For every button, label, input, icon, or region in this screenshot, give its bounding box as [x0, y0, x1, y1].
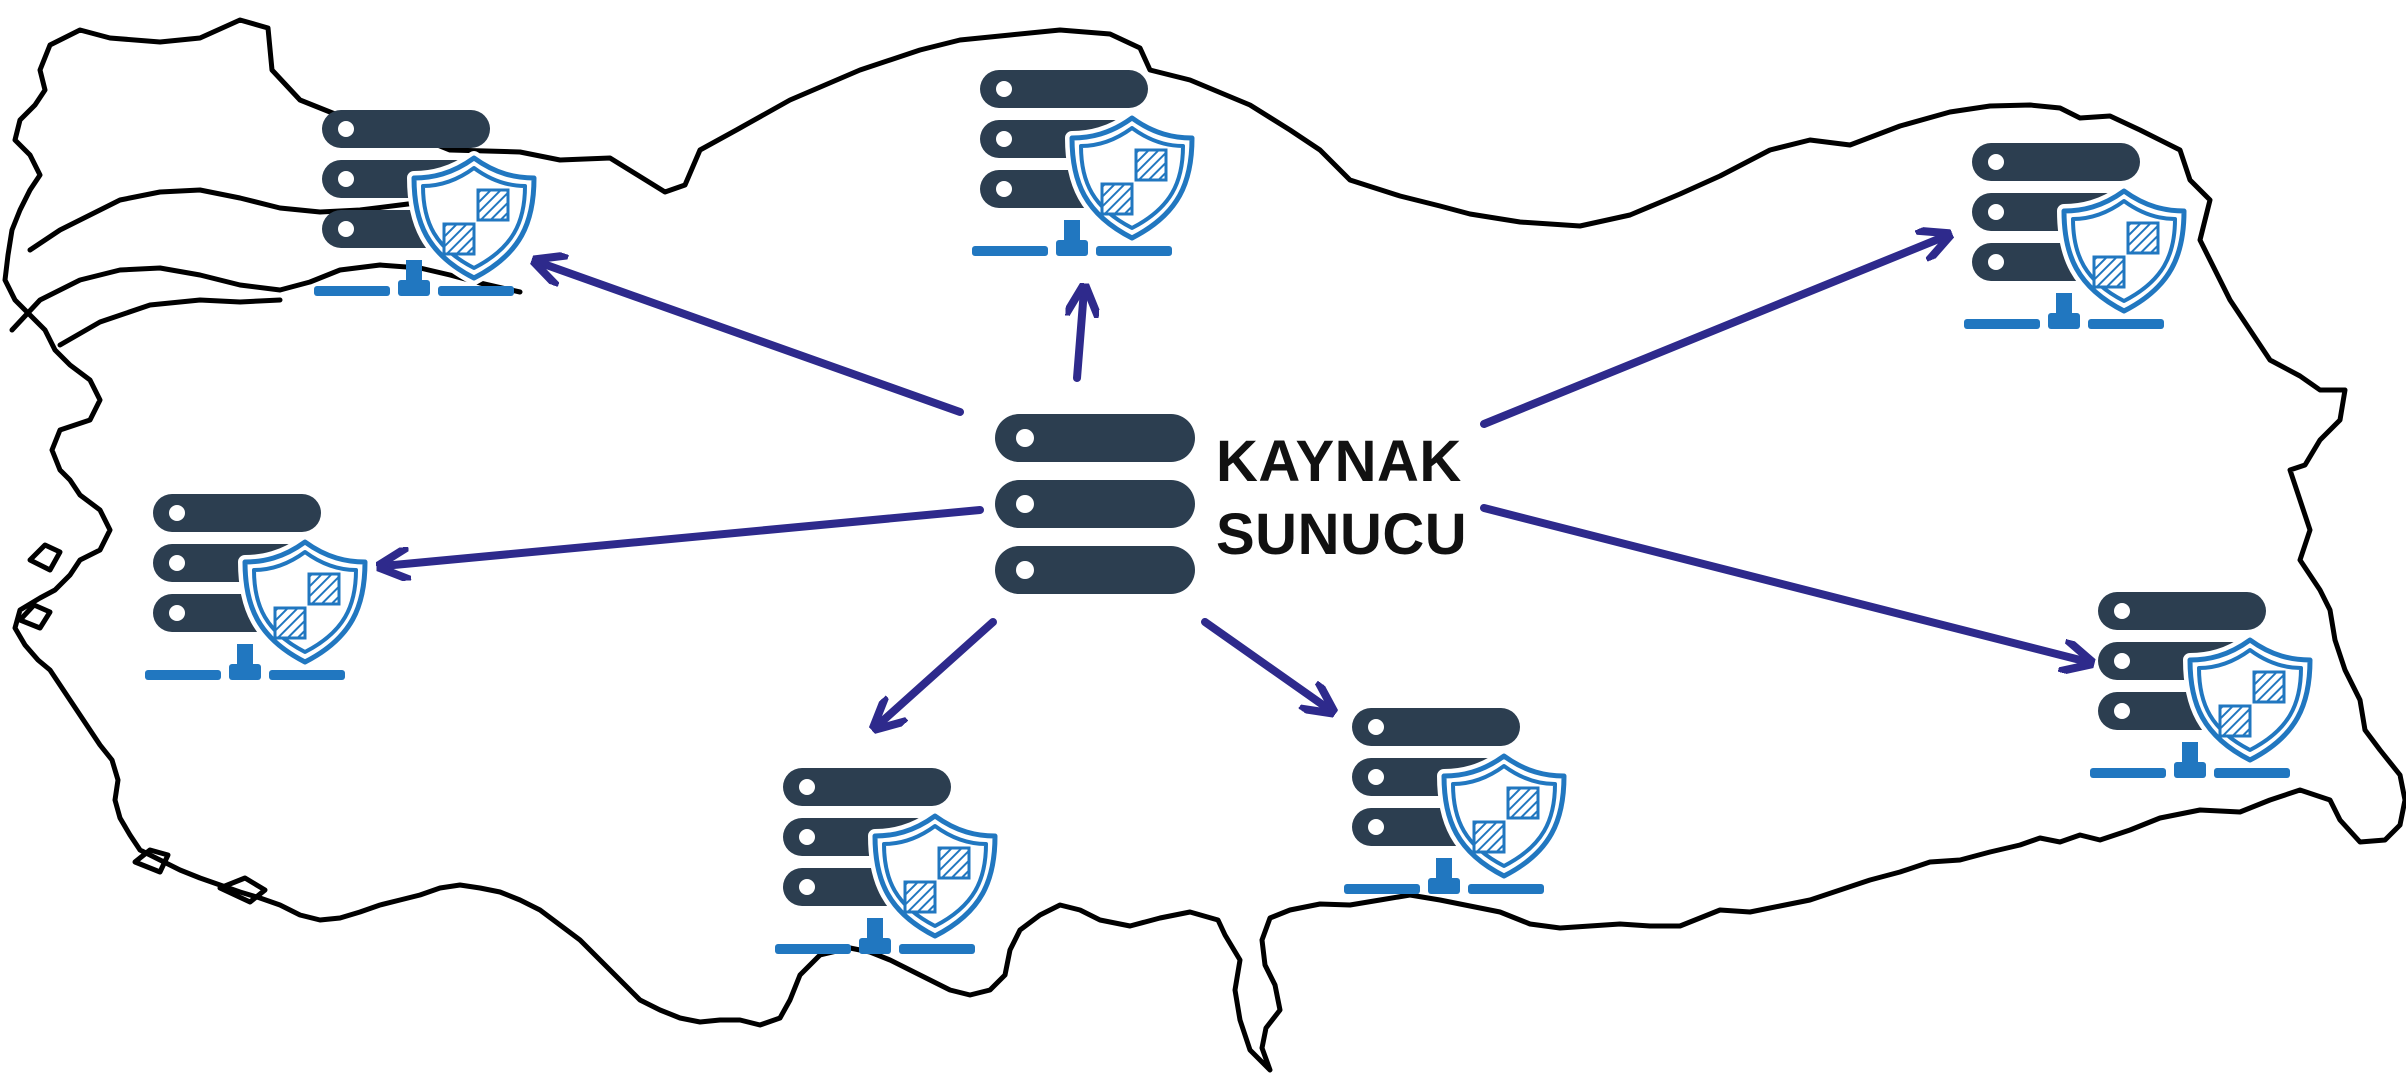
secure-server-icon	[145, 494, 365, 680]
turkey-outline-map-icon	[2, 17, 2406, 1073]
arrow-to-north	[1077, 290, 1084, 382]
source-server-label-line2: SUNUCU	[1216, 502, 1468, 567]
arrow-to-northwest	[538, 262, 964, 416]
secure-server-icon	[1344, 708, 1564, 894]
arrows	[383, 236, 2088, 726]
arrow-to-west	[383, 506, 984, 566]
secure-server-icon	[972, 70, 1192, 256]
arrow-to-east	[1480, 504, 2088, 662]
source-server-icon	[995, 414, 1195, 594]
source-server-label: KAYNAK SUNUCU	[1216, 425, 1467, 571]
source-server-label-line1: KAYNAK	[1216, 429, 1462, 494]
arrow-to-southwest	[877, 618, 997, 726]
secure-server-icon	[2090, 592, 2310, 778]
secure-server-icon	[1964, 143, 2184, 329]
arrow-to-south	[1201, 618, 1330, 710]
arrow-to-northeast	[1480, 236, 1946, 428]
secure-server-icon	[775, 768, 995, 954]
